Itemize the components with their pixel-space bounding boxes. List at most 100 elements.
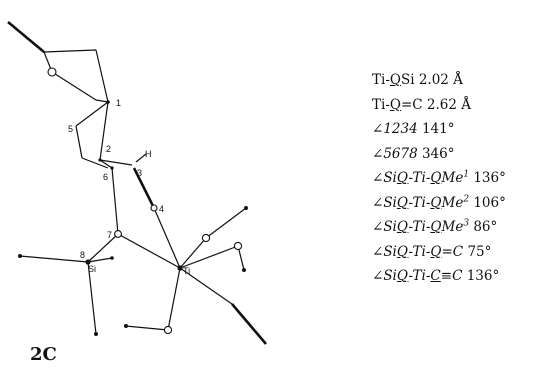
param-atom: Si	[383, 170, 397, 186]
bond-ring-c	[51, 71, 97, 101]
param-underlined-atom: Q	[396, 219, 409, 235]
label-3: 3	[137, 168, 142, 178]
param-underlined-atom: Q	[430, 170, 442, 186]
compound-label: 2C	[30, 344, 57, 365]
atom-o-ring	[47, 67, 57, 77]
bond-si-me2	[87, 261, 97, 335]
param-value: 106°	[469, 194, 506, 211]
param-value: 346°	[417, 145, 455, 162]
label-8: 8	[80, 250, 85, 260]
bond-ti-o1	[179, 237, 207, 269]
param-underlined-atom: Q	[396, 243, 409, 260]
param-atom: Me	[441, 219, 464, 235]
param-superscript: 2	[463, 194, 470, 204]
atom-c4	[150, 204, 158, 212]
param-atom: -Ti-	[408, 194, 431, 211]
bond-ring-e	[95, 99, 109, 103]
atom-me-o2	[242, 268, 246, 272]
param-atom: Si	[383, 194, 397, 211]
parameter-row: ∠SiQ-Ti-QMe3 86°	[372, 215, 506, 240]
param-atom: ≡C	[440, 268, 463, 284]
atoms	[18, 67, 248, 336]
param-angle-atoms: 5678	[383, 145, 418, 162]
atom-labels: 1 2 3 4 5 6 7 8 H Si Ti	[68, 98, 190, 276]
bond-5-6	[81, 157, 109, 169]
atom-me-si1	[18, 254, 22, 258]
angle-symbol: ∠	[372, 145, 384, 162]
atom-si	[85, 259, 91, 265]
atom-me-si3	[110, 256, 114, 260]
bond-si-me1	[19, 255, 89, 263]
atom-ti	[177, 265, 183, 271]
atom-o1	[201, 233, 211, 243]
param-underlined-atom: Q	[389, 72, 401, 88]
bond-3-h	[135, 153, 147, 163]
label-4: 4	[159, 204, 164, 214]
parameter-row: ∠SiQ-Ti-C≡C 136°	[372, 264, 506, 289]
atom-me-o1	[244, 206, 248, 210]
param-underlined-atom: Q	[430, 194, 442, 211]
parameter-row: ∠SiQ-Ti-QMe1 136°	[372, 166, 506, 191]
bond-o3-me	[125, 325, 169, 331]
param-atom: Si	[383, 243, 397, 260]
param-value: 75°	[463, 243, 492, 260]
param-atom: =C	[441, 243, 464, 260]
bond-ti-o2	[179, 245, 239, 269]
param-atom: -Ti-	[408, 243, 431, 260]
bond-ti-o3	[167, 267, 181, 331]
label-2: 2	[106, 144, 111, 154]
bond-7-8	[87, 233, 119, 263]
bond-2-6	[99, 159, 113, 169]
param-atom: -Ti-	[408, 219, 431, 235]
angle-symbol: ∠	[372, 268, 384, 284]
bond-5	[75, 125, 83, 159]
bond-6-7	[111, 167, 119, 235]
param-value: =C 2.62 Å	[400, 96, 471, 113]
bond-ring-a	[43, 49, 97, 53]
param-underlined-atom: C	[430, 268, 441, 284]
bond-1-2	[99, 101, 109, 161]
label-h: H	[145, 149, 152, 159]
bond-ring-d	[95, 49, 109, 103]
angle-symbol: ∠	[372, 219, 384, 235]
atom-me-si2	[94, 332, 98, 336]
atom-c2	[98, 158, 102, 162]
label-7: 7	[107, 230, 112, 240]
param-underlined-atom: Q	[389, 96, 401, 113]
label-6: 6	[103, 172, 108, 182]
atom-o3	[163, 325, 173, 335]
param-atom: -Ti-	[408, 170, 431, 186]
bond-4-ti	[153, 207, 181, 269]
bonds	[7, 21, 267, 345]
param-underlined-atom: Q	[430, 219, 442, 235]
param-value: 136°	[462, 268, 500, 284]
param-atom: Me	[441, 194, 464, 211]
param-atom: -Ti-	[408, 268, 431, 284]
bond-7-ti	[117, 233, 181, 269]
param-value: Si 2.02 Å	[400, 72, 463, 88]
angle-symbol: ∠	[372, 121, 384, 137]
angle-symbol: ∠	[372, 243, 384, 260]
bond-2-3	[99, 159, 133, 166]
label-5: 5	[68, 124, 73, 134]
label-ti: Ti	[183, 266, 190, 276]
bond-ti-c	[179, 267, 233, 305]
atom-o2	[233, 241, 243, 251]
label-si: Si	[88, 264, 96, 274]
param-value: 136°	[469, 170, 506, 186]
bond-o1-me	[205, 207, 247, 239]
parameter-row: ∠SiQ-Ti-QMe2 106°	[372, 191, 506, 216]
bond-3-4	[132, 167, 156, 209]
param-prefix: Ti-	[372, 72, 390, 88]
bond-1-5a	[75, 101, 109, 127]
param-atom: Si	[383, 268, 397, 284]
atom-c1	[106, 100, 110, 104]
parameter-row: ∠5678 346°	[372, 142, 506, 167]
param-underlined-atom: Q	[396, 268, 409, 284]
molecular-structure: 1 2 3 4 5 6 7 8 H Si Ti	[7, 21, 267, 345]
angle-symbol: ∠	[372, 194, 384, 211]
param-underlined-atom: Q	[430, 243, 442, 260]
param-underlined-atom: Q	[396, 170, 409, 186]
param-atom: Si	[383, 219, 397, 235]
